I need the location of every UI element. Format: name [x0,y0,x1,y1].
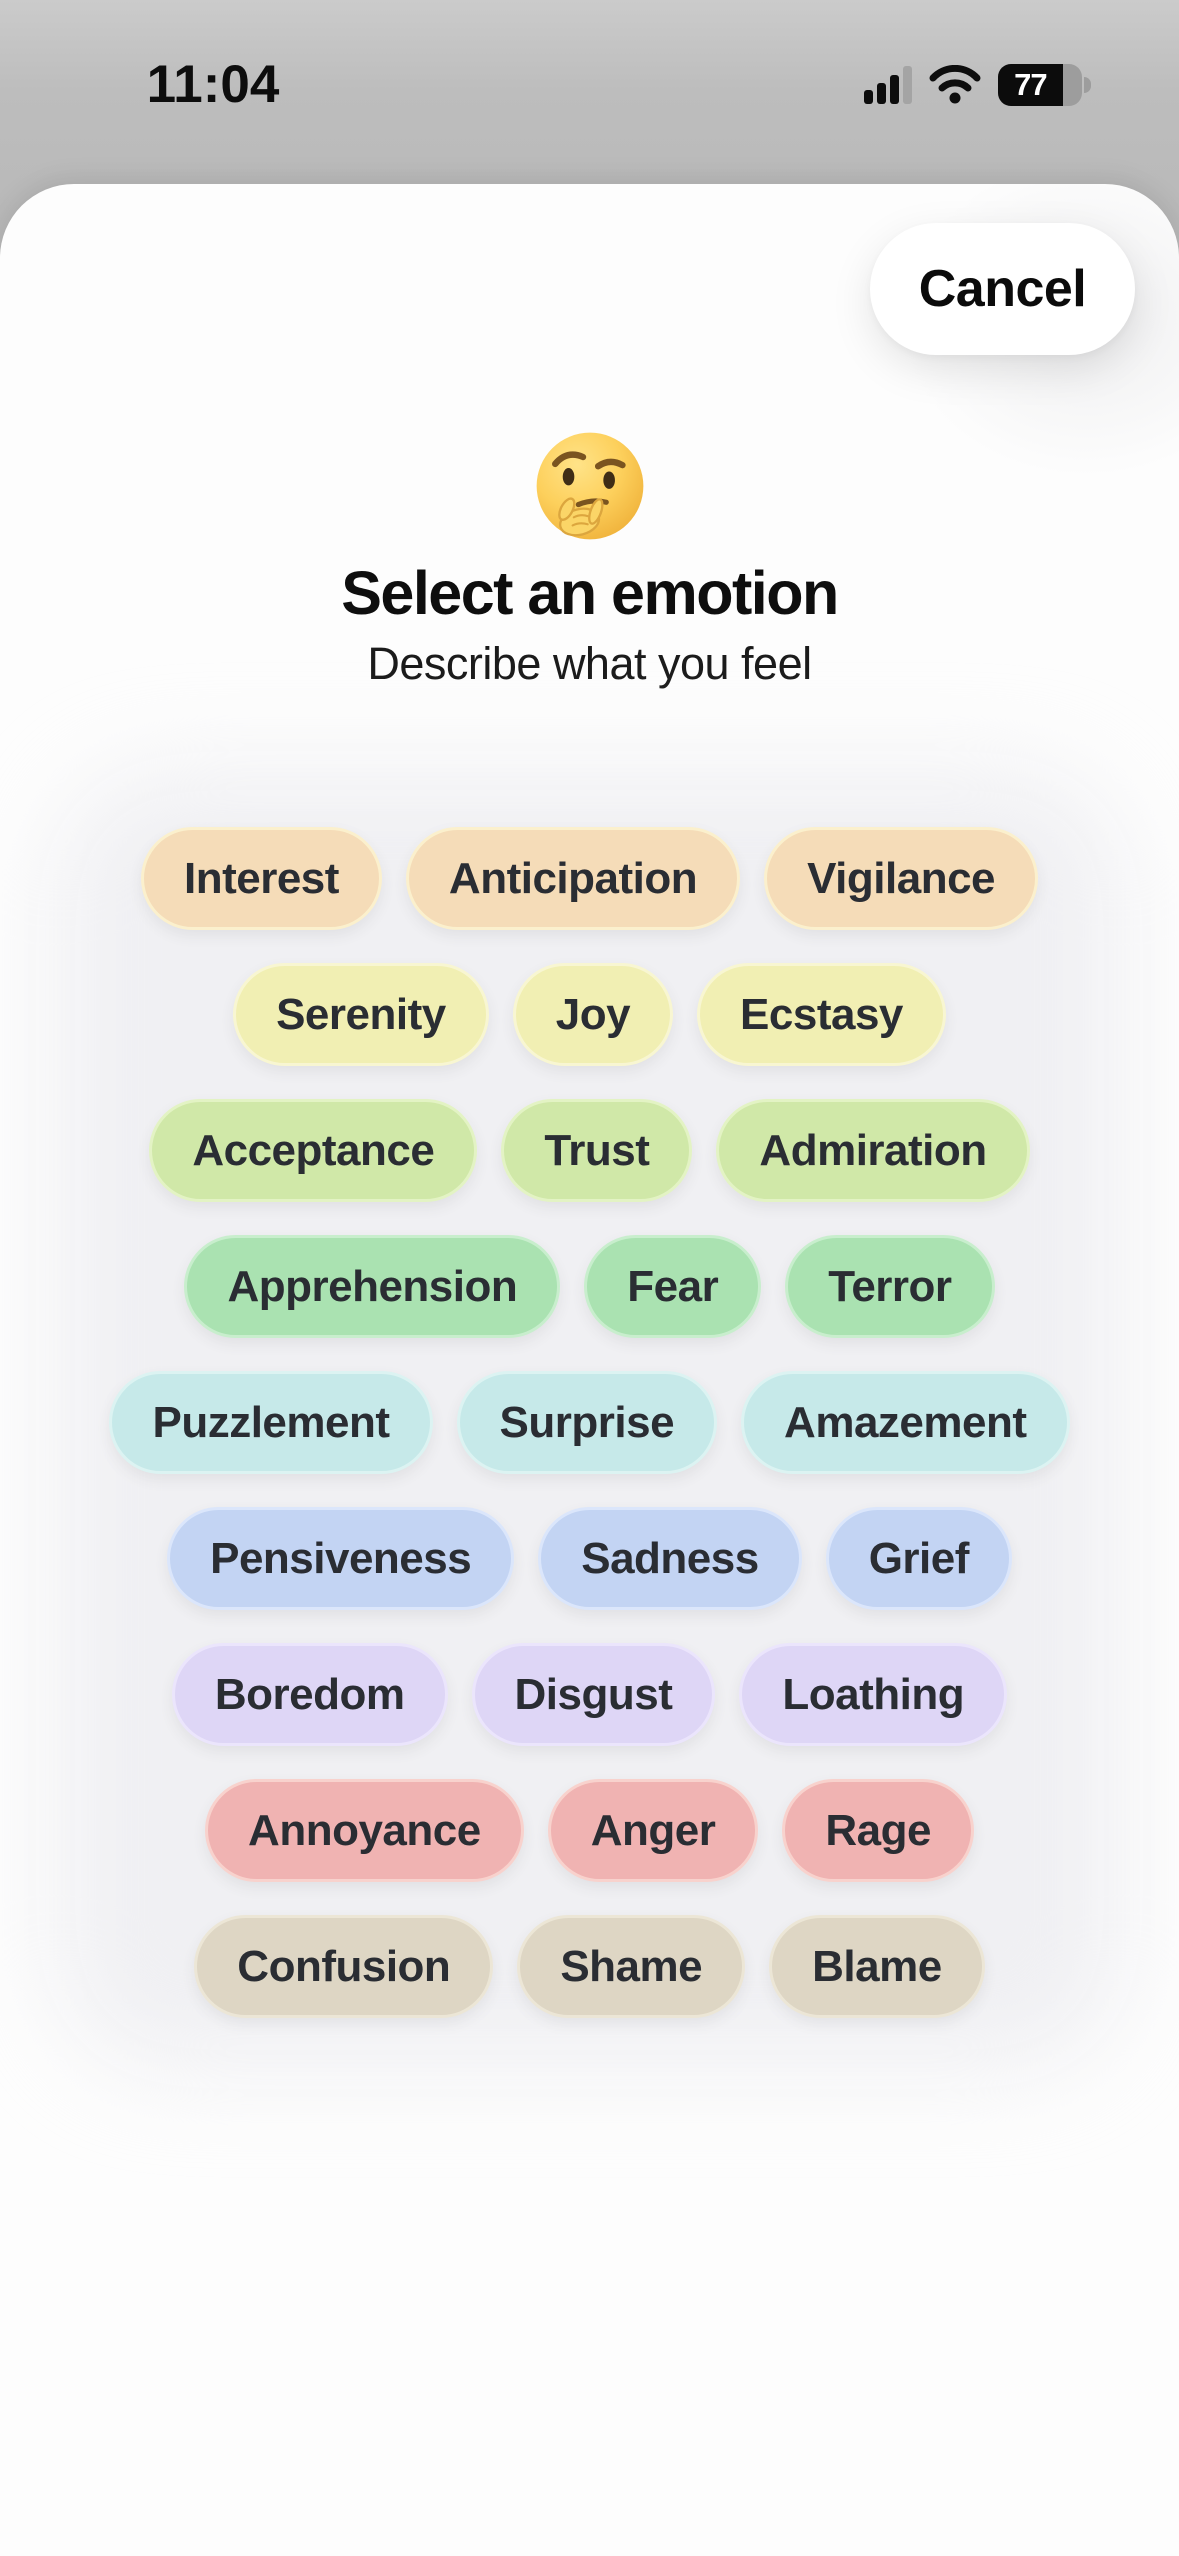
emotion-pill-joy[interactable]: Joy [512,963,674,1066]
emotion-pill-admiration[interactable]: Admiration [716,1099,1030,1202]
emotion-pill-disgust[interactable]: Disgust [471,1643,716,1746]
battery-fill: 77 [998,64,1063,106]
emotion-pill-confusion[interactable]: Confusion [194,1915,494,2018]
battery-percent-label: 77 [1014,67,1047,102]
emotion-pill-vigilance[interactable]: Vigilance [764,827,1039,930]
emotion-pill-trust[interactable]: Trust [501,1099,693,1202]
battery-cap [1084,77,1091,93]
emotion-pill-fear[interactable]: Fear [584,1235,762,1338]
emotion-pill-shame[interactable]: Shame [517,1915,746,2018]
wifi-icon [929,65,981,104]
emotion-pill-rage[interactable]: Rage [782,1779,974,1882]
emotion-pill-anticipation[interactable]: Anticipation [405,827,741,930]
emotion-pill-acceptance[interactable]: Acceptance [149,1099,478,1202]
status-time: 11:04 [146,55,280,114]
page-title: Select an emotion [341,559,839,627]
emoji-hand [557,497,604,537]
emotion-pill-loathing[interactable]: Loathing [739,1643,1008,1746]
emotion-pill-grief[interactable]: Grief [825,1507,1012,1610]
battery-icon: 77 [998,64,1091,106]
emotion-pill-pensiveness[interactable]: Pensiveness [167,1507,515,1610]
emotion-pill-surprise[interactable]: Surprise [456,1371,718,1474]
thinking-face-emoji [536,432,643,540]
cancel-button[interactable]: Cancel [870,223,1135,355]
emotion-pill-anger[interactable]: Anger [547,1779,759,1882]
emotion-pill-blame[interactable]: Blame [769,1915,985,2018]
sheet-header: Select an emotion Describe what you feel [0,428,1179,690]
emotion-pill-amazement[interactable]: Amazement [741,1371,1070,1474]
modal-sheet: Cancel [0,184,1179,2556]
emotion-pill-ecstasy[interactable]: Ecstasy [697,963,946,1066]
emotion-pill-interest[interactable]: Interest [140,827,382,930]
emotion-pill-boredom[interactable]: Boredom [171,1643,448,1746]
emotion-pill-serenity[interactable]: Serenity [233,963,489,1066]
emotion-pill-sadness[interactable]: Sadness [538,1507,802,1610]
page-subtitle: Describe what you feel [367,638,812,689]
emotion-pill-annoyance[interactable]: Annoyance [205,1779,524,1882]
status-bar: 11:04 77 [0,0,1179,184]
cellular-signal-icon [864,66,912,104]
emotion-pill-terror[interactable]: Terror [785,1235,995,1338]
status-icons: 77 [864,60,1091,110]
emotion-pill-puzzlement[interactable]: Puzzlement [109,1371,433,1474]
emotion-pill-apprehension[interactable]: Apprehension [184,1235,561,1338]
